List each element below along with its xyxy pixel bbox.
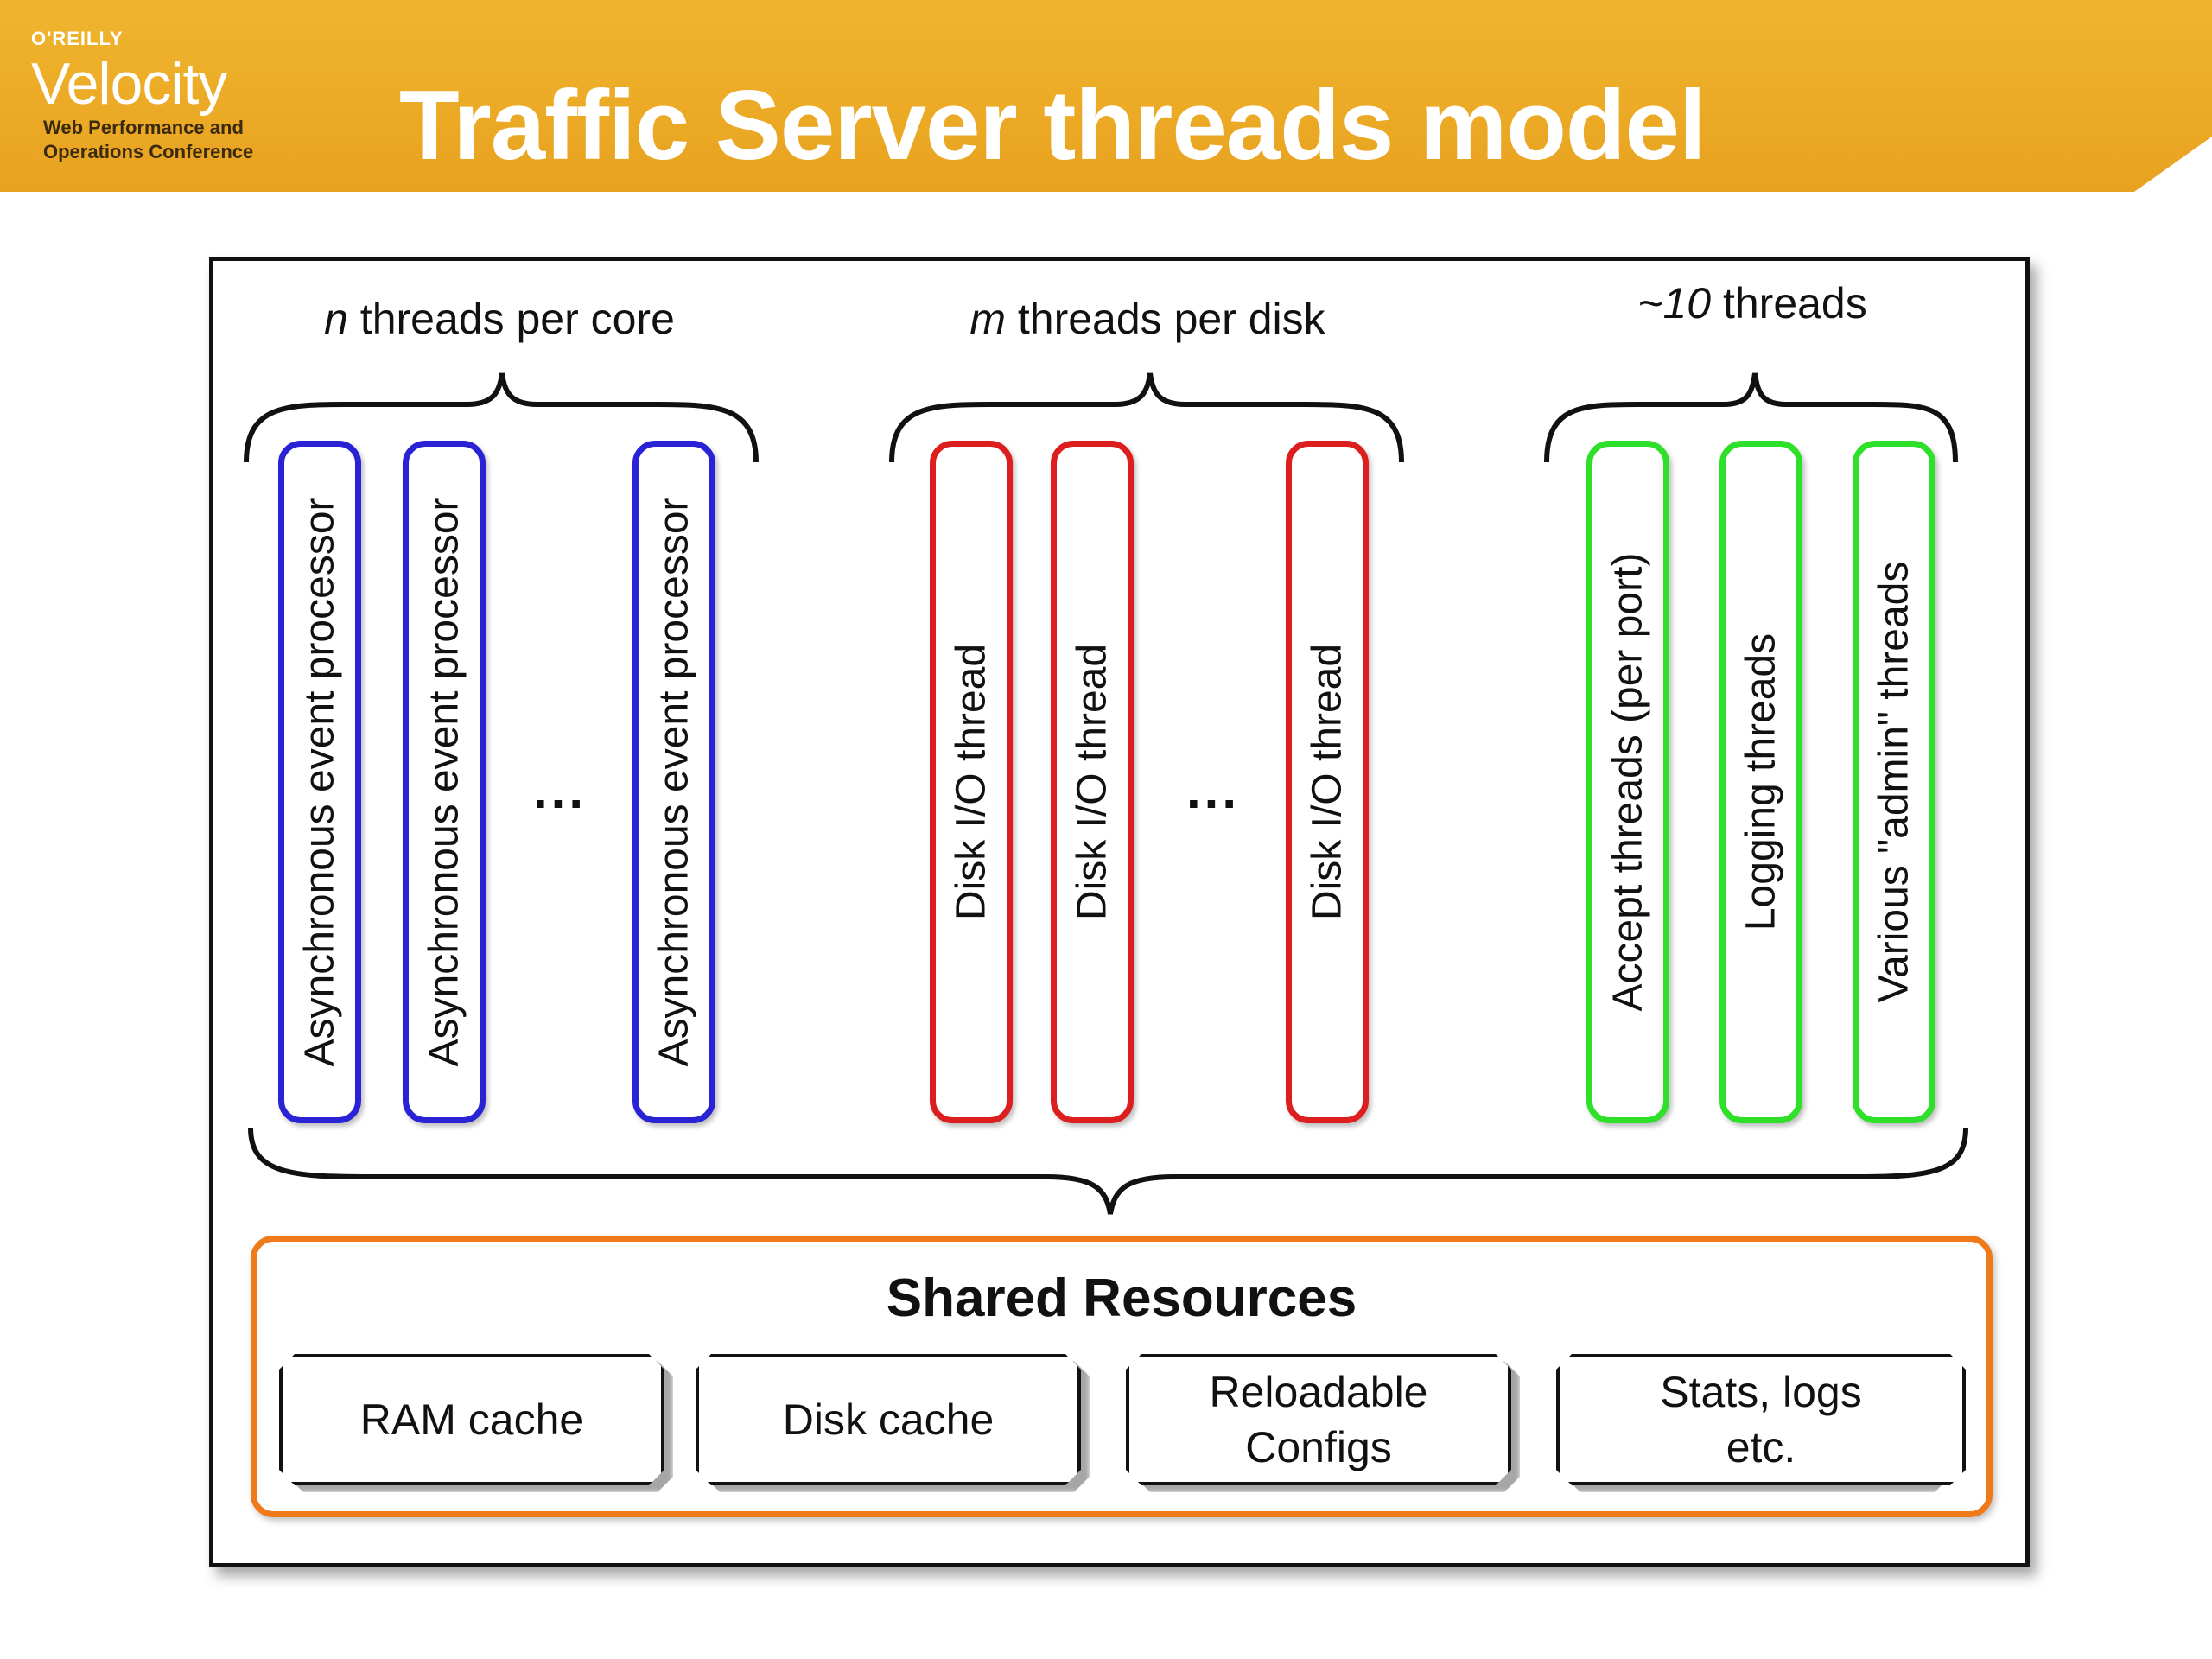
heading-disk-threads: m threads per disk bbox=[969, 294, 1325, 344]
resource-reloadable-configs: Reloadable Configs bbox=[1126, 1354, 1511, 1485]
bottom-brace-all bbox=[248, 1127, 1968, 1215]
resource-label: Disk cache bbox=[782, 1395, 995, 1444]
top-brace-disk bbox=[889, 372, 1404, 463]
thread-label: Disk I/O thread bbox=[948, 643, 995, 921]
thread-label: Disk I/O thread bbox=[1304, 643, 1351, 921]
count-symbol: m bbox=[969, 295, 1007, 343]
thread-pill-event-processor: Asynchronous event processor bbox=[403, 441, 486, 1123]
slide-title: Traffic Server threads model bbox=[399, 71, 1707, 181]
top-brace-core bbox=[244, 372, 759, 463]
brand-label: O'REILLY bbox=[31, 28, 124, 49]
thread-pill-logging: Logging threads bbox=[1719, 441, 1802, 1123]
thread-label: Logging threads bbox=[1738, 632, 1784, 931]
thread-pill-disk-io: Disk I/O thread bbox=[1051, 441, 1134, 1123]
heading-text: threads per core bbox=[347, 295, 675, 343]
shared-resources-title: Shared Resources bbox=[886, 1268, 1357, 1328]
thread-pill-disk-io: Disk I/O thread bbox=[930, 441, 1013, 1123]
resource-ram-cache: RAM cache bbox=[279, 1354, 664, 1485]
thread-label: Disk I/O thread bbox=[1069, 643, 1116, 921]
resource-label: RAM cache bbox=[359, 1395, 584, 1444]
heading-other-threads: ~10 threads bbox=[1637, 278, 1867, 328]
resource-label: Reloadable Configs bbox=[1209, 1368, 1428, 1471]
thread-label: Accept threads (per port) bbox=[1605, 552, 1651, 1012]
thread-label: Asynchronous event processor bbox=[296, 497, 343, 1067]
thread-pill-event-processor: Asynchronous event processor bbox=[278, 441, 361, 1123]
ellipsis-disk: ... bbox=[1185, 761, 1241, 819]
heading-core-threads: n threads per core bbox=[324, 294, 675, 344]
thread-pill-admin: Various "admin" threads bbox=[1853, 441, 1936, 1123]
thread-label: Various "admin" threads bbox=[1871, 561, 1917, 1003]
header-banner bbox=[0, 0, 2212, 192]
ellipsis-core: ... bbox=[532, 761, 588, 819]
tagline-line-2: Operations Conference bbox=[43, 141, 254, 162]
resource-label: Stats, logs etc. bbox=[1660, 1368, 1862, 1471]
thread-pill-accept: Accept threads (per port) bbox=[1586, 441, 1669, 1123]
resource-stats-logs: Stats, logs etc. bbox=[1556, 1354, 1966, 1485]
thread-label: Asynchronous event processor bbox=[421, 497, 467, 1067]
count-symbol: n bbox=[324, 295, 348, 343]
thread-label: Asynchronous event processor bbox=[651, 497, 697, 1067]
product-name: Velocity bbox=[31, 51, 227, 117]
thread-pill-event-processor: Asynchronous event processor bbox=[632, 441, 715, 1123]
resource-disk-cache: Disk cache bbox=[696, 1354, 1081, 1485]
velocity-logo: O'REILLY Velocity Web Performance and Op… bbox=[31, 28, 253, 162]
count-symbol: ~10 bbox=[1637, 279, 1712, 327]
shared-resources-box: Shared Resources RAM cache Disk cache Re… bbox=[251, 1236, 1993, 1517]
tagline-line-1: Web Performance and bbox=[43, 117, 244, 138]
heading-text: threads per disk bbox=[1006, 295, 1325, 343]
thread-pill-disk-io: Disk I/O thread bbox=[1286, 441, 1369, 1123]
top-brace-other bbox=[1544, 372, 1958, 463]
heading-text: threads bbox=[1711, 279, 1867, 327]
